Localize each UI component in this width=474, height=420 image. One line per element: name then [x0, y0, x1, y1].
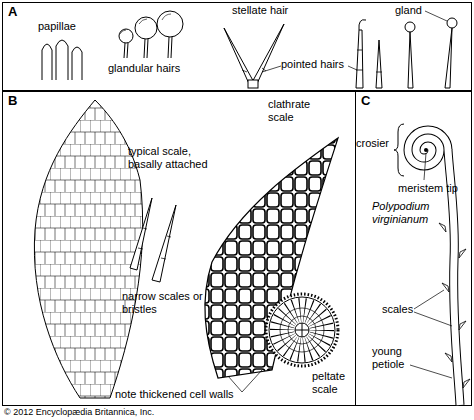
peltate-ring: [288, 316, 316, 344]
peltate-center: [295, 323, 309, 337]
cell-septum: [356, 50, 363, 70]
stellate-base: [248, 80, 258, 88]
leader-line: [410, 290, 452, 378]
gland-hair: [408, 32, 413, 88]
panel-letter: B: [8, 94, 17, 108]
gland-hair: [445, 28, 452, 88]
gland-head: [119, 29, 133, 43]
figure-label: meristem tip: [398, 182, 458, 195]
gland-shading: [120, 14, 171, 34]
crosier-bracket: [394, 124, 404, 176]
gland-tip: [405, 22, 415, 32]
papillae-drawing: [42, 40, 82, 80]
peltate-fringe: [266, 294, 338, 366]
cell-septum: [376, 72, 382, 73]
figure-label: pointed hairs: [281, 58, 344, 71]
peltate-center-cells: [295, 323, 309, 337]
crosier-outline: [408, 130, 460, 405]
cell-septum: [242, 68, 266, 72]
panel-letter: A: [8, 5, 17, 19]
hair-hook: [359, 20, 366, 30]
meristem-tip: [424, 148, 428, 152]
figure-label: gland: [395, 4, 422, 17]
figure-label: young petiole: [372, 345, 422, 370]
figure-label: stellate hair: [232, 4, 288, 17]
gland-tip: [447, 18, 457, 28]
panel-letter: C: [361, 94, 370, 108]
figure-label: note thickened cell walls: [115, 388, 234, 401]
figure-label: typical scale, basally attached: [128, 145, 226, 170]
peltate-radial-walls: [282, 310, 322, 350]
petiole-scale: [439, 223, 470, 388]
leader-line: [424, 153, 426, 180]
figure-label: crosier: [356, 137, 389, 150]
hair-stalk: [124, 37, 172, 58]
panel-box: B: [2, 91, 356, 406]
cell-septum: [138, 228, 171, 259]
figure-label: Polypodium virginianum: [372, 200, 444, 225]
typical-scale: [34, 100, 142, 398]
pointed-hair: [356, 30, 363, 88]
figure-label: scales: [382, 303, 413, 316]
leader-line: [425, 11, 447, 21]
figure-label: narrow scales or bristles: [122, 290, 207, 315]
gland-head: [157, 11, 183, 37]
peltate-ring: [280, 308, 324, 352]
figure-label: © 2012 Encyclopædia Britannica, Inc.: [4, 407, 154, 417]
stellate-branch: [250, 24, 284, 86]
clathrate-scale: [205, 138, 338, 378]
narrow-scale: [152, 205, 176, 282]
peltate-scale: [269, 297, 335, 363]
crosier-fill: [408, 130, 460, 405]
narrow-scale: [130, 198, 152, 270]
figure-label: peltate scale: [312, 370, 357, 395]
figure-label: papillae: [38, 20, 76, 33]
gland-head: [135, 17, 157, 39]
pointed-hair: [376, 40, 382, 88]
figure-label: clathrate scale: [268, 98, 328, 123]
stellate-branch: [224, 28, 256, 86]
figure-label: glandular hairs: [108, 62, 180, 75]
